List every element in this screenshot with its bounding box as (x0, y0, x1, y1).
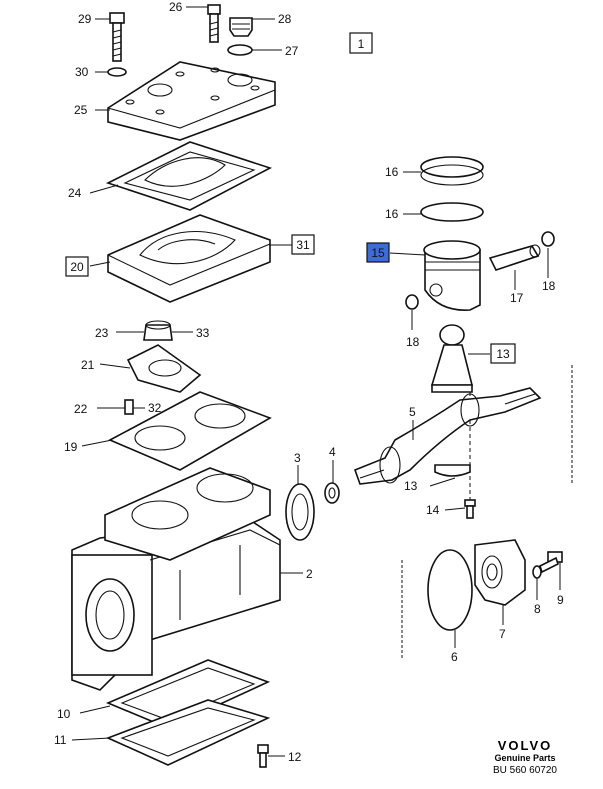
dowel-pin-22-drawing (124, 399, 134, 415)
callout-10: 10 (57, 707, 71, 721)
callout-15: 15 (371, 246, 385, 260)
screw-14-drawing (464, 499, 476, 519)
callout-19: 19 (64, 440, 78, 454)
crankcase-2-drawing (71, 519, 281, 691)
cylinder-head-25-drawing (107, 61, 276, 141)
rod-cap-13-drawing (434, 464, 471, 477)
circlip-18-right-drawing (541, 231, 555, 247)
callout-23: 23 (95, 326, 109, 340)
callout-4: 4 (329, 445, 336, 459)
circlip-18-left-drawing (405, 294, 419, 310)
screw-12-drawing (257, 744, 269, 768)
callout-14: 14 (426, 503, 440, 517)
callout-20: 20 (70, 260, 84, 274)
o-ring-6-drawing (427, 549, 473, 631)
callout-12: 12 (288, 750, 302, 764)
bolt-29-drawing (109, 12, 125, 62)
callout-32: 32 (148, 401, 162, 415)
plug-28-drawing (229, 17, 253, 37)
piston-ring-top-drawing (420, 156, 484, 186)
callout-11: 11 (54, 733, 67, 747)
callout-13-box (490, 343, 516, 364)
washer-27-drawing (227, 44, 253, 56)
brand-tagline: Genuine Parts (494, 753, 556, 763)
callout-18-left: 18 (406, 335, 420, 349)
piston-ring-lower-drawing (420, 202, 484, 222)
piston-pin-17-drawing (488, 244, 541, 271)
diagram-code: BU 560 60720 (493, 765, 557, 776)
callout-31-box (291, 234, 315, 255)
gasket-24-drawing (105, 141, 273, 211)
svg-text:1: 1 (358, 37, 365, 51)
callout-9: 9 (557, 593, 564, 607)
callout-5: 5 (409, 405, 416, 419)
callout-26: 26 (169, 0, 183, 14)
callout-22: 22 (74, 402, 88, 416)
figure-number-box: 1 (349, 32, 373, 54)
gasket-10-drawing (105, 659, 271, 729)
brand-block: VOLVO Genuine Parts BU 560 60720 (470, 738, 580, 776)
callout-18-right: 18 (542, 279, 556, 293)
callout-20-box (65, 256, 89, 277)
callout-29: 29 (78, 12, 92, 26)
bolt-9-drawing (539, 551, 563, 574)
callout-3: 3 (294, 451, 301, 465)
callout-labels: 29 26 28 30 27 25 24 31 20 16 16 15 17 1… (54, 0, 564, 764)
callout-25: 25 (74, 103, 88, 117)
callout-16-top: 16 (385, 165, 399, 179)
callout-16-lower: 16 (385, 207, 399, 221)
connecting-rod-13-drawing (430, 324, 474, 393)
callout-8: 8 (534, 602, 541, 616)
leader-lines (71, 6, 561, 757)
callout-7: 7 (499, 627, 506, 641)
cylinder-block-drawing (104, 467, 271, 561)
gasket-19-drawing (108, 391, 272, 471)
gasket-21-drawing (126, 344, 202, 393)
brand-logo: VOLVO (497, 738, 553, 753)
bolt-26-drawing (207, 4, 221, 43)
bottom-cover-11-drawing (105, 699, 271, 766)
callout-33: 33 (196, 326, 210, 340)
callout-30: 30 (75, 65, 89, 79)
callout-28: 28 (278, 12, 292, 26)
piston-15-drawing (423, 240, 481, 311)
callout-2: 2 (306, 567, 313, 581)
callout-27: 27 (285, 44, 299, 58)
seal-4-drawing (324, 482, 340, 504)
bearing-3-drawing (285, 483, 315, 541)
callout-31: 31 (296, 238, 310, 252)
callout-15-highlight (366, 242, 390, 263)
bearing-cover-7-drawing (474, 539, 526, 606)
unloader-valve-23-drawing (143, 320, 173, 341)
washer-30-drawing (107, 67, 127, 77)
callout-17: 17 (510, 291, 524, 305)
callout-6: 6 (451, 650, 458, 664)
callout-13-rod: 13 (496, 347, 510, 361)
callout-21: 21 (81, 358, 95, 372)
callout-13-cap: 13 (404, 479, 418, 493)
valve-plate-20-drawing (107, 214, 271, 303)
callout-24: 24 (68, 186, 82, 200)
